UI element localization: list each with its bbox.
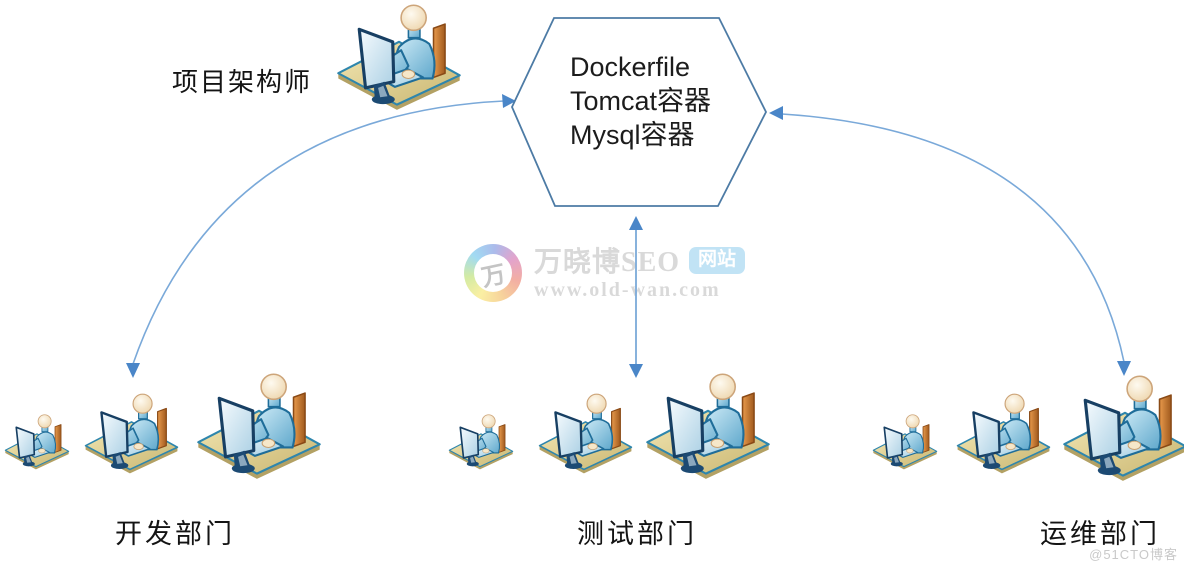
docker-hexagon-text: Dockerfile Tomcat容器 Mysql容器 [570, 50, 711, 152]
test-person-at-computer-icon-large [645, 369, 771, 482]
hexagon-line-mysql: Mysql容器 [570, 120, 695, 150]
watermark-url: www.old-wan.com [534, 279, 721, 301]
architect-person-at-computer-icon [336, 0, 462, 113]
ops-person-at-computer-icon-large [1062, 371, 1184, 484]
dev-person-at-computer-icon-small [4, 412, 70, 471]
test-person-at-computer-icon-small [448, 412, 514, 471]
dev-department-label: 开发部门 [115, 519, 235, 549]
hexagon-line-tomcat: Tomcat容器 [570, 86, 712, 116]
test-department-label: 测试部门 [577, 519, 697, 549]
test-person-at-computer-icon-medium [538, 390, 633, 476]
ops-department-label: 运维部门 [1040, 519, 1160, 549]
hexagon-line-dockerfile: Dockerfile [570, 52, 691, 82]
blog-credit: @51CTO博客 [1089, 547, 1178, 562]
architect-label: 项目架构师 [171, 68, 312, 97]
connector-hexagon-ops [769, 106, 1131, 376]
watermark-rainbow-logo-icon: 万 [464, 244, 522, 302]
connector-hexagon-dev [126, 94, 516, 378]
dev-person-at-computer-icon-medium [84, 390, 179, 476]
watermark-site-name: 万晓博SEO [534, 247, 681, 278]
site-watermark: 万 万晓博SEO 网站 www.old-wan.com [464, 244, 746, 302]
ops-person-at-computer-icon-medium [956, 390, 1051, 476]
watermark-logo-character: 万 [479, 261, 509, 292]
dev-person-at-computer-icon-large [196, 369, 322, 482]
ops-person-at-computer-icon-small [872, 412, 938, 471]
watermark-badge: 网站 [689, 246, 746, 274]
